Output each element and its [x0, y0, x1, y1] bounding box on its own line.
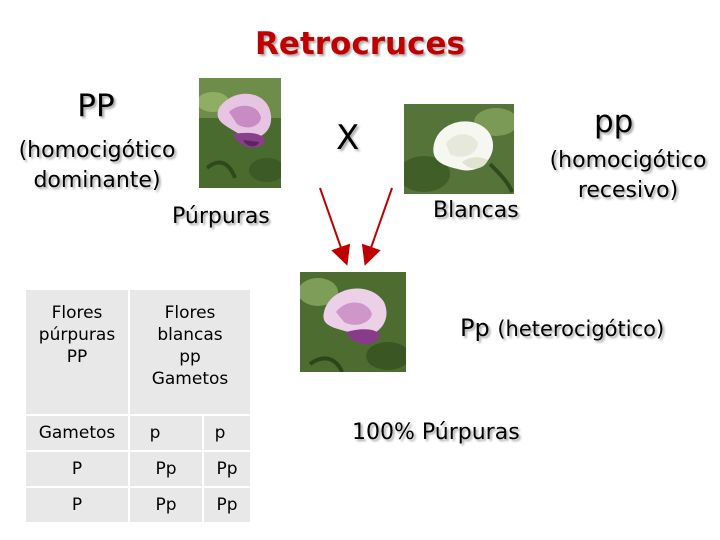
parent2-header-line4: Gametos	[151, 369, 229, 389]
recessive-description-line1: (homocigótico	[549, 148, 707, 173]
gametes-label: Gametos	[38, 423, 116, 443]
offspring-genotype: Pp	[460, 314, 490, 342]
offspring-description: (heterocigótico)	[497, 317, 665, 341]
parent2-header: Flores blancas pp Gametos	[130, 302, 250, 390]
cross-symbol: X	[336, 118, 360, 158]
dominant-phenotype: Púrpuras	[172, 204, 270, 229]
punnett-square: Flores púrpuras PP Flores blancas pp Gam…	[26, 290, 250, 522]
col-gamete-1: p	[149, 423, 161, 443]
dominant-description-line2: dominante)	[33, 168, 161, 193]
row-gamete-1: P	[71, 459, 83, 479]
recessive-genotype: pp	[594, 104, 634, 140]
recessive-description-line2: recesivo)	[577, 178, 679, 203]
arrow-from-dominant	[319, 187, 351, 266]
parent1-header-line2: púrpuras	[38, 325, 116, 345]
punnett-cell-2-1: Pp	[155, 495, 177, 515]
parent2-header-line2: blancas	[157, 325, 223, 345]
recessive-description: (homocigótico recesivo)	[538, 146, 718, 206]
dominant-description-line1: (homocigótico	[18, 138, 176, 163]
offspring-genotype-label: Pp (heterocigótico)	[460, 314, 664, 342]
parent2-header-line3: pp	[179, 347, 201, 367]
punnett-cell-1-1: Pp	[155, 459, 177, 479]
white-flower-image	[404, 104, 514, 194]
punnett-cell-2-2: Pp	[216, 495, 238, 515]
row-gamete-2: P	[71, 495, 83, 515]
col-gamete-2: p	[214, 423, 226, 443]
parent1-header: Flores púrpuras PP	[26, 302, 128, 368]
purple-flower-image	[199, 78, 281, 188]
punnett-cell-1-2: Pp	[216, 459, 238, 479]
parent1-header-line3: PP	[66, 347, 88, 367]
arrow-from-recessive	[361, 187, 393, 266]
slide-title: Retrocruces	[255, 26, 465, 62]
offspring-result: 100% Púrpuras	[352, 420, 520, 445]
parent2-header-line1: Flores	[164, 303, 216, 323]
recessive-phenotype: Blancas	[433, 198, 519, 223]
parent1-header-line1: Flores	[51, 303, 103, 323]
offspring-flower-image	[300, 272, 406, 372]
dominant-genotype: PP	[77, 88, 115, 124]
dominant-description: (homocigótico dominante)	[6, 136, 188, 196]
